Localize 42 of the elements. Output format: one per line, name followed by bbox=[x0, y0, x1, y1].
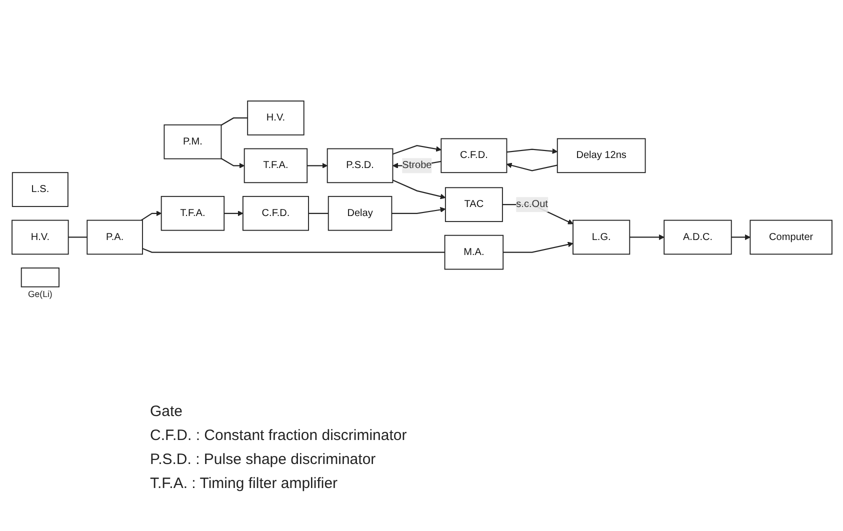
note-text: T.F.A. : Timing filter amplifier bbox=[150, 474, 339, 494]
arrow bbox=[391, 206, 446, 214]
arrow bbox=[392, 144, 441, 154]
arrow bbox=[140, 210, 162, 221]
connector bbox=[142, 248, 444, 253]
node-box bbox=[86, 220, 142, 254]
node-box bbox=[556, 138, 646, 173]
node-box bbox=[444, 234, 504, 270]
arrow bbox=[506, 148, 558, 154]
node-box bbox=[11, 172, 68, 207]
node-box bbox=[326, 148, 393, 183]
node-box bbox=[160, 196, 224, 231]
edge-label: s.c.Out bbox=[516, 198, 548, 210]
node-box bbox=[444, 186, 502, 222]
arrow bbox=[392, 179, 446, 199]
arrow bbox=[506, 162, 557, 172]
node-box bbox=[163, 124, 222, 160]
node-box bbox=[243, 148, 308, 183]
connector bbox=[220, 117, 248, 126]
edge-label: Strobe bbox=[402, 160, 432, 170]
detector-caption: Ge(Li) bbox=[28, 288, 52, 299]
arrow bbox=[306, 162, 328, 168]
arrow bbox=[502, 242, 573, 253]
node-box bbox=[749, 220, 832, 254]
node-box bbox=[663, 220, 732, 254]
node-box bbox=[572, 220, 630, 254]
node-box bbox=[11, 220, 68, 254]
connector bbox=[68, 236, 87, 238]
arrow bbox=[730, 234, 750, 240]
node-box bbox=[242, 196, 308, 231]
node-box bbox=[20, 267, 59, 288]
node-box bbox=[327, 196, 392, 231]
note-text: C.F.D. : Constant fraction discriminator bbox=[150, 426, 407, 446]
arrow bbox=[629, 234, 664, 240]
note-text: Gate bbox=[150, 402, 184, 422]
node-box bbox=[246, 100, 304, 136]
connector bbox=[308, 212, 328, 214]
note-text: P.S.D. : Pulse shape discriminator bbox=[150, 450, 377, 470]
arrow bbox=[224, 210, 243, 216]
block-diagram: Strobe s.c.Out H.V. P.M. C.F.D. Delay 12ns T.F.A. P.S.D. L.S. TAC T.F.A. C.F.D. Delay H.V. P.A. L.G. A.D.C. Computer M.A. Ge(Li) bbox=[6, 96, 836, 304]
arrow bbox=[220, 158, 244, 168]
node-box bbox=[440, 138, 507, 173]
